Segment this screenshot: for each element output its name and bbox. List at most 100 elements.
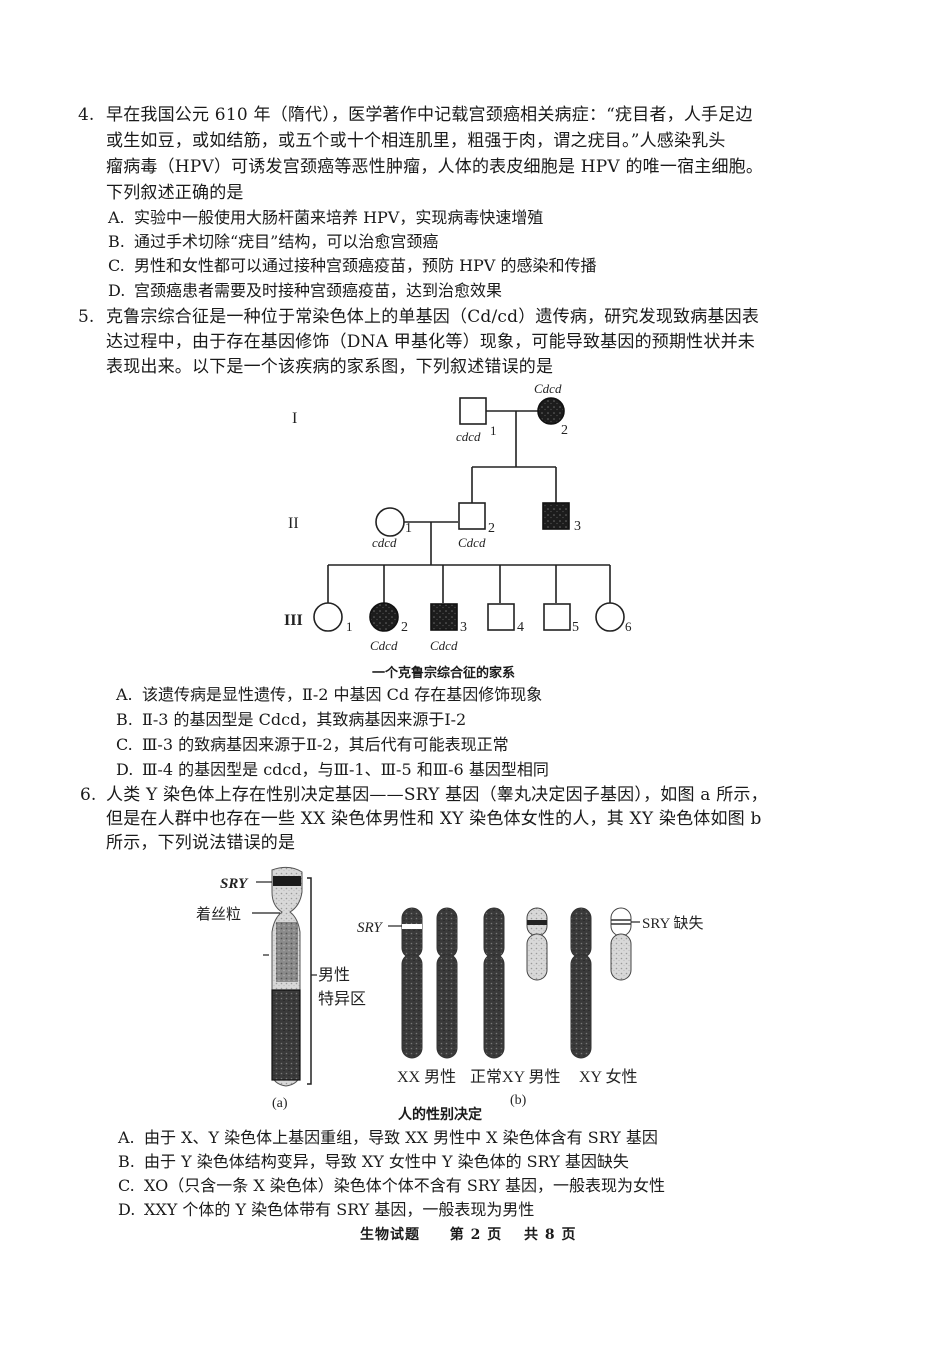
generation-label: I [292,410,297,427]
group-label: XY 女性 [579,1067,638,1086]
option-text: 由于 X、Y 染色体上基因重组，导致 XX 男性中 X 染色体含有 SRY 基因 [144,1128,658,1147]
option-label: A. [108,208,125,227]
option-label: A. [116,685,133,704]
sry-missing-label: SRY 缺失 [642,915,704,932]
sry-label: SRY [357,920,383,936]
option-c[interactable]: C. 男性和女性都可以通过接种宫颈癌疫苗，预防 HPV 的感染和传播 [108,255,596,277]
genotype-label: cdcd [456,429,481,444]
individual-number: 3 [574,519,581,534]
individual-number: 2 [561,423,568,438]
panel-label-b: (b) [510,1093,527,1108]
option-label: D. [108,281,126,300]
question-stem-line: 下列叙述正确的是 [106,183,244,203]
option-label: C. [108,256,125,275]
option-text: 该遗传病是显性遗传，Ⅱ-2 中基因 Cd 存在基因修饰现象 [142,685,543,704]
option-b[interactable]: B. Ⅱ-3 的基因型是 Cdcd，其致病基因来源于Ⅰ-2 [116,709,466,731]
option-text: 通过手术切除“疣目”结构，可以治愈宫颈癌 [134,232,439,251]
option-label: B. [116,710,133,729]
footer-total: 共 8 页 [524,1227,577,1243]
option-text: Ⅲ-4 的基因型是 cdcd，与Ⅲ-1、Ⅲ-5 和Ⅲ-6 基因型相同 [142,760,549,779]
pedigree-male-unaffected [459,397,487,425]
figure-caption: 人的性别决定 [398,1107,482,1123]
centromere-label: 着丝粒 [196,906,241,923]
option-a[interactable]: A. 实验中一般使用大肠杆菌来培养 HPV，实现病毒快速增殖 [108,207,543,229]
option-d[interactable]: D. 宫颈癌患者需要及时接种宫颈癌疫苗，达到治愈效果 [108,280,502,302]
region-label: 男性 [318,966,350,984]
x-chromosome-with-sry [401,907,423,1059]
pedigree-male-unaffected [458,502,486,530]
option-d[interactable]: D. Ⅲ-4 的基因型是 cdcd，与Ⅲ-1、Ⅲ-5 和Ⅲ-6 基因型相同 [116,759,549,781]
option-b[interactable]: B. 由于 Y 染色体结构变异，导致 XY 女性中 Y 染色体的 SRY 基因缺失 [118,1151,629,1173]
figure-caption: 一个克鲁宗综合征的家系 [372,666,516,681]
option-text: Ⅲ-3 的致病基因来源于Ⅱ-2，其后代有可能表现正常 [142,735,509,754]
page-footer: 生物试题 第 2 页 共 8 页 [360,1224,577,1244]
option-label: D. [116,760,134,779]
option-c[interactable]: C. Ⅲ-3 的致病基因来源于Ⅱ-2，其后代有可能表现正常 [116,734,509,756]
option-text: 由于 Y 染色体结构变异，导致 XY 女性中 Y 染色体的 SRY 基因缺失 [144,1152,629,1171]
question-stem-line: 但是在人群中也存在一些 XX 染色体男性和 XY 染色体女性的人，其 XY 染色… [106,809,762,829]
y-chromosome-a [271,866,303,1087]
individual-number: 6 [625,619,632,634]
footer-page: 第 2 页 [449,1227,503,1243]
group-label: XX 男性 [397,1068,456,1086]
individual-number: 2 [401,620,408,635]
x-chromosome [483,907,505,1059]
option-text: XO（只含一条 X 染色体）染色体个体不含有 SRY 基因，一般表现为女性 [144,1176,666,1195]
y-chromosome-sry-deleted [610,907,632,981]
individual-number: 5 [572,620,579,635]
option-text: Ⅱ-3 的基因型是 Cdcd，其致病基因来源于Ⅰ-2 [142,710,467,729]
group-label: 正常XY 男性 [470,1068,561,1086]
question-stem-line: 达过程中，由于存在基因修饰（DNA 甲基化等）现象，可能导致基因的预期性状并未 [106,332,755,352]
generation-label: II [288,515,299,532]
option-label: A. [118,1128,135,1147]
pedigree-chart: I II III 1 cdcd 2 Cdcd 1 cdcd 2 Cdcd 3 1… [284,381,632,653]
individual-number: 3 [460,620,467,635]
pedigree-female-unaffected [595,602,625,632]
option-label: B. [118,1152,135,1171]
question-stem-line: 克鲁宗综合征是一种位于常染色体上的单基因（Cd/cd）遗传病，研究发现致病基因表 [106,307,760,327]
question-number: 5. [78,307,95,327]
y-chromosome [526,907,548,981]
option-text: XXY 个体的 Y 染色体带有 SRY 基因，一般表现为男性 [144,1200,535,1219]
individual-number: 1 [405,521,412,536]
option-label: B. [108,232,125,251]
individual-number: 2 [488,521,495,536]
genotype-label: cdcd [372,535,397,550]
chromosome-figure: SRY 着丝粒 男性 特异区 (a) SRY [196,866,704,1111]
pedigree-female-affected [537,397,565,425]
question-stem-line: 所示，下列说法错误的是 [106,833,296,853]
pedigree-female-unaffected [375,507,405,537]
option-label: C. [116,735,133,754]
pedigree-male-affected [430,603,458,631]
x-chromosome [570,907,592,1059]
question-number: 6. [80,785,97,805]
question-stem-line: 或生如豆，或如结筋，或五个或十个相连肌里，粗强于肉，谓之疣目。”人感染乳头 [106,131,726,151]
genotype-label: Cdcd [430,638,458,653]
pedigree-female-affected [369,602,399,632]
genotype-label: Cdcd [534,381,562,396]
individual-number: 4 [517,620,524,635]
option-a[interactable]: A. 由于 X、Y 染色体上基因重组，导致 XX 男性中 X 染色体含有 SRY … [118,1127,658,1149]
question-stem-line: 瘤病毒（HPV）可诱发宫颈癌等恶性肿瘤，人体的表皮细胞是 HPV 的唯一宿主细胞… [106,157,764,177]
generation-label: III [284,612,303,629]
question-stem-line: 早在我国公元 610 年（隋代），医学著作中记载宫颈癌相关病症：“疣目者，人手足… [106,105,753,125]
question-stem-line: 人类 Y 染色体上存在性别决定基因——SRY 基因（睾丸决定因子基因），如图 a… [106,785,768,805]
question-stem-line: 表现出来。以下是一个该疾病的家系图，下列叙述错误的是 [106,357,554,377]
genotype-label: Cdcd [370,638,398,653]
individual-number: 1 [490,423,497,438]
option-text: 宫颈癌患者需要及时接种宫颈癌疫苗，达到治愈效果 [134,281,503,300]
option-label: D. [118,1200,136,1219]
option-c[interactable]: C.XO（只含一条 X 染色体）染色体个体不含有 SRY 基因，一般表现为女性 [118,1175,665,1197]
region-label: 特异区 [318,990,366,1008]
option-text: 男性和女性都可以通过接种宫颈癌疫苗，预防 HPV 的感染和传播 [134,256,597,275]
sry-label: SRY [220,876,249,892]
pedigree-male-unaffected [487,603,515,631]
option-b[interactable]: B. 通过手术切除“疣目”结构，可以治愈宫颈癌 [108,231,438,253]
x-chromosome [436,907,458,1059]
option-text: 实验中一般使用大肠杆菌来培养 HPV，实现病毒快速增殖 [134,208,544,227]
footer-subject: 生物试题 [360,1227,420,1243]
option-d[interactable]: D. XXY 个体的 Y 染色体带有 SRY 基因，一般表现为男性 [118,1199,534,1221]
individual-number: 1 [346,619,353,634]
option-a[interactable]: A. 该遗传病是显性遗传，Ⅱ-2 中基因 Cd 存在基因修饰现象 [116,684,542,706]
question-number: 4. [78,105,95,125]
